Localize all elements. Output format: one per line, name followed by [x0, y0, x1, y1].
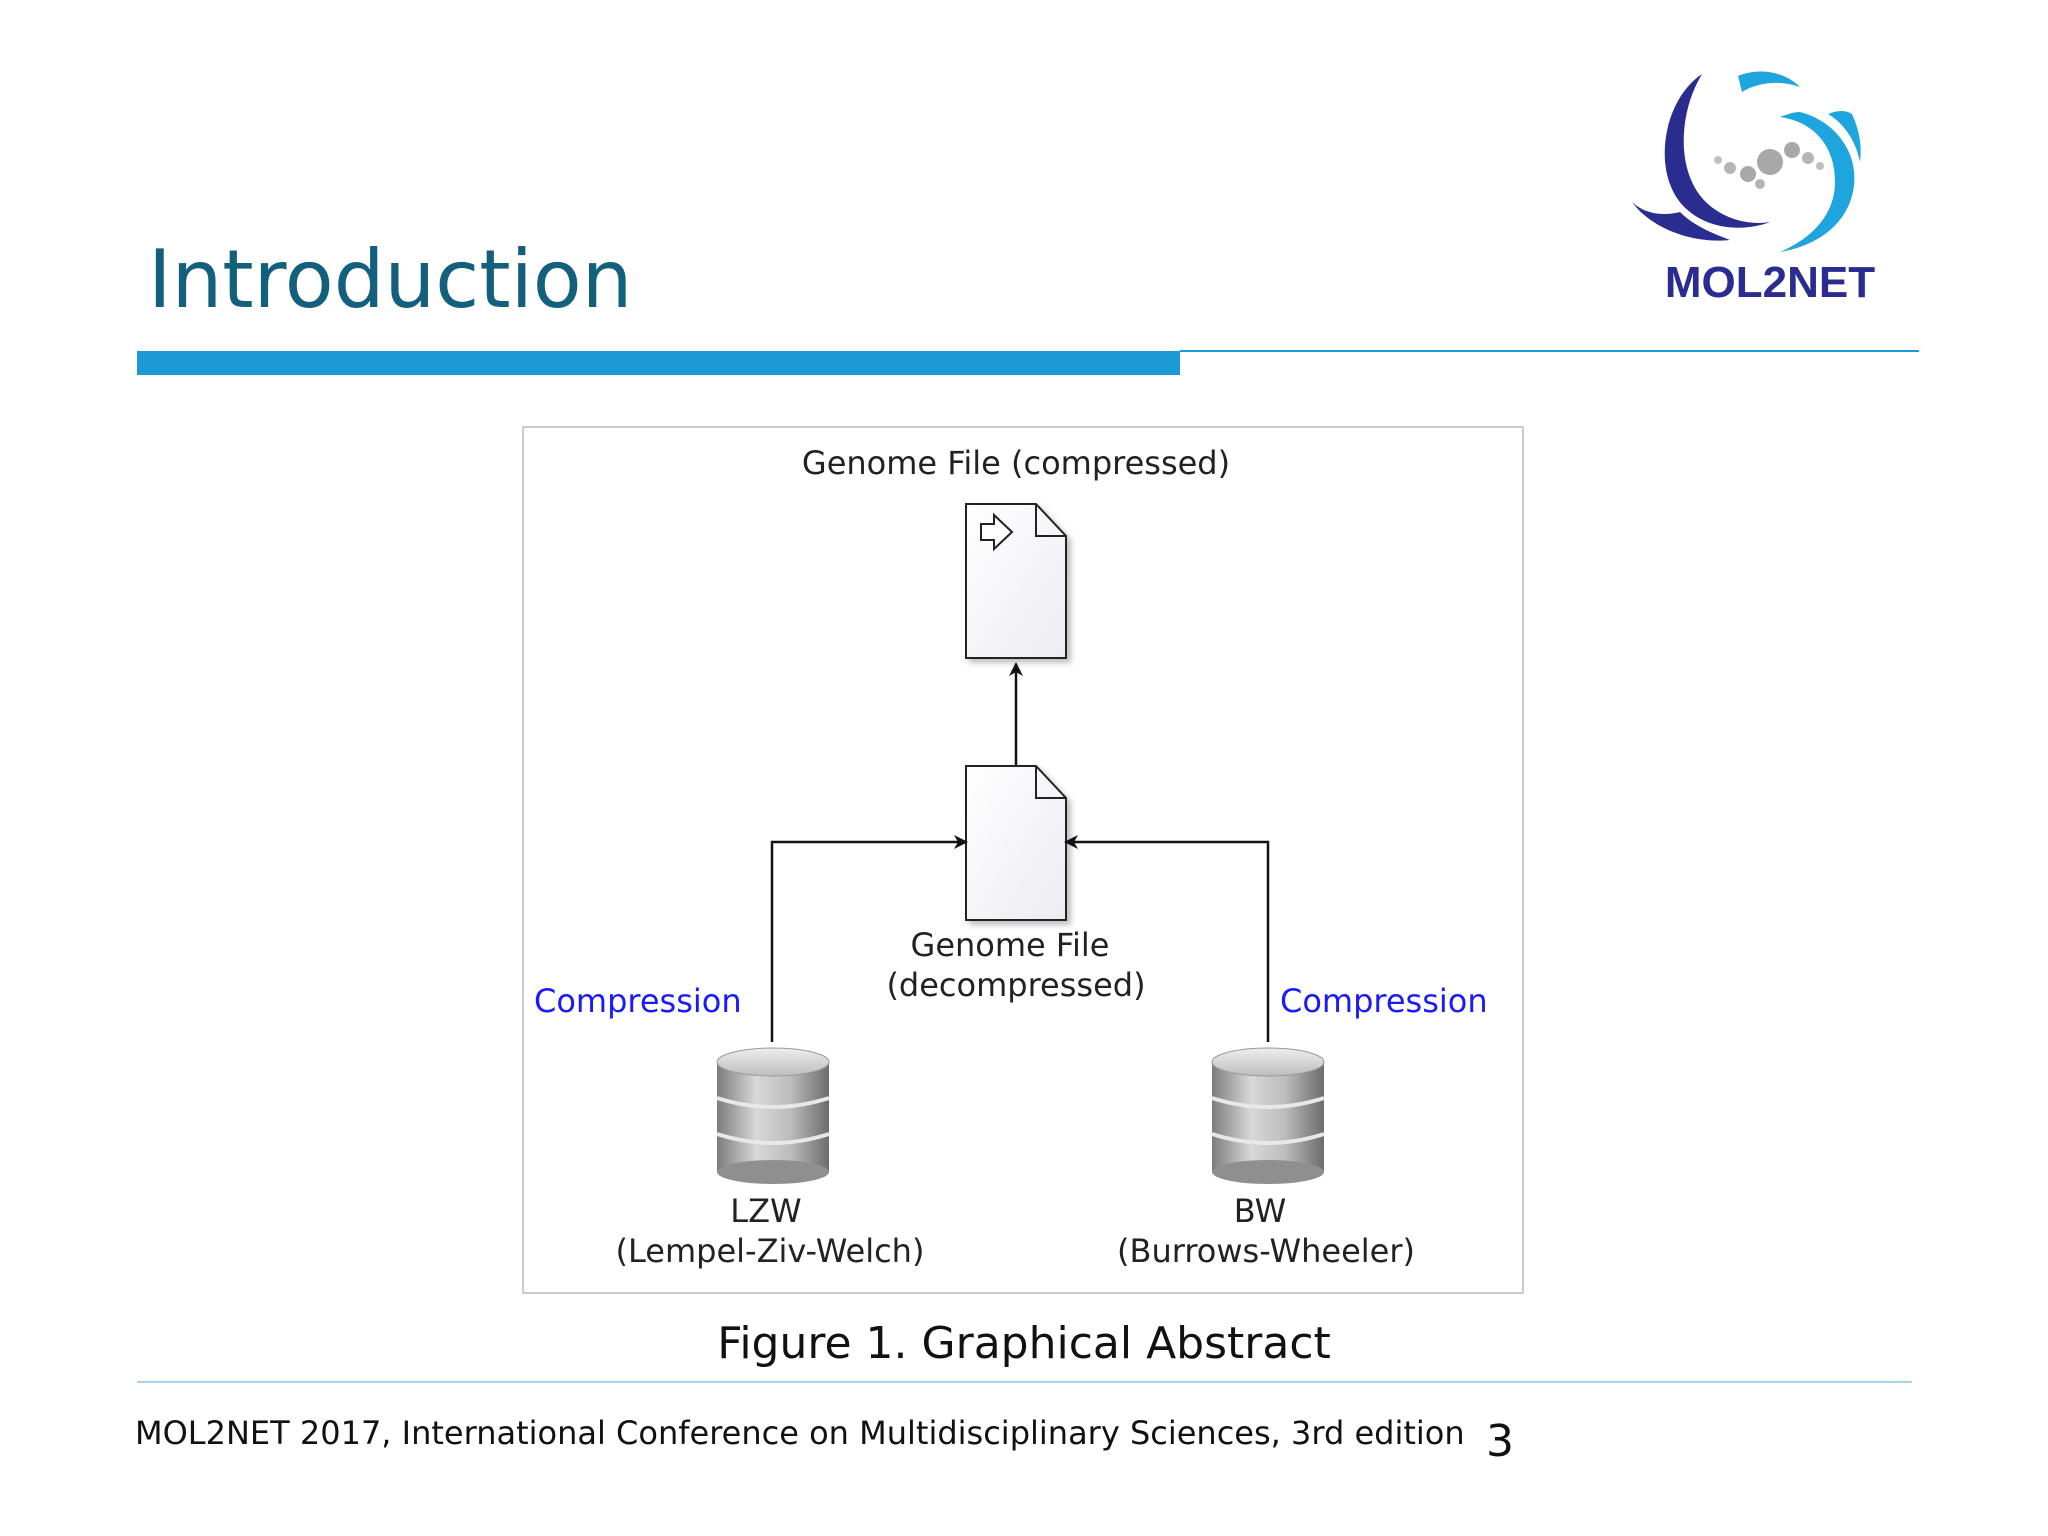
right-connector-arrow [1064, 835, 1270, 1042]
database-icon-right [1211, 1047, 1325, 1184]
top-file-label: Genome File (compressed) [802, 444, 1230, 482]
right-compression-label: Compression [1280, 982, 1488, 1020]
mol2net-logo: MOL2NET [1620, 62, 1920, 312]
file-icon [965, 765, 1067, 921]
middle-file-label-line2: (decompressed) [886, 966, 1145, 1004]
middle-file-label-line1: Genome File [911, 926, 1110, 964]
title-accent-bar [137, 351, 1180, 375]
database-icon-left [716, 1047, 830, 1184]
footer-text: MOL2NET 2017, International Conference o… [135, 1414, 1465, 1452]
compressed-file-icon [965, 503, 1067, 659]
mol2net-swirl-logo-icon: MOL2NET [1632, 71, 1875, 307]
right-db-label-line1: BW [1234, 1192, 1286, 1230]
figure-caption: Figure 1. Graphical Abstract [717, 1318, 1331, 1369]
left-connector-arrow [770, 835, 968, 1042]
graphical-abstract-diagram: Genome File (compressed) Genome File (de… [522, 426, 1524, 1294]
logo-wordmark: MOL2NET [1665, 258, 1875, 307]
left-db-label-line1: LZW [730, 1192, 801, 1230]
left-db-label-line2: (Lempel-Ziv-Welch) [616, 1232, 925, 1270]
title-accent-line [1180, 350, 1919, 352]
footer-divider [137, 1381, 1912, 1383]
left-compression-label: Compression [534, 982, 742, 1020]
right-db-label-line2: (Burrows-Wheeler) [1117, 1232, 1415, 1270]
page-number: 3 [1486, 1416, 1514, 1467]
slide-title: Introduction [148, 233, 633, 326]
